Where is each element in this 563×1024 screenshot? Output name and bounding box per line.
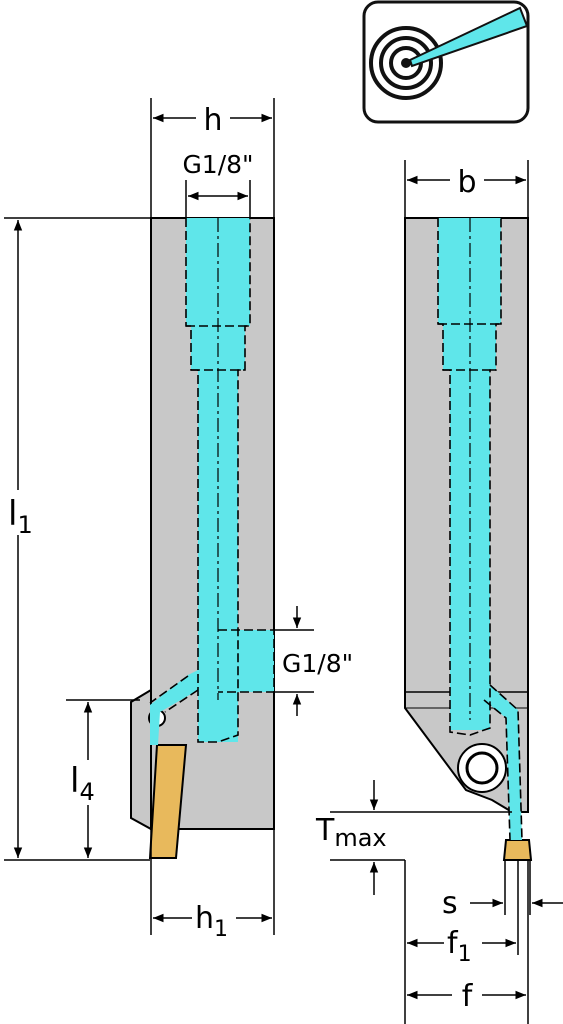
dim-b-label: b (457, 165, 476, 200)
dim-h-label: h (203, 103, 222, 138)
dim-g-side-label: G1/8" (282, 649, 353, 678)
internal-coolant-target-icon (362, 0, 530, 124)
dim-h1 (150, 830, 275, 935)
dim-f1 (404, 860, 519, 1024)
dim-s-label: s (442, 886, 458, 921)
dim-b (404, 160, 529, 218)
dim-l4-label: l4 (70, 761, 95, 806)
dim-g-side (274, 606, 314, 716)
dim-f-label: f (462, 979, 474, 1014)
dim-l4 (66, 699, 140, 858)
dim-l1-label: l1 (8, 494, 33, 539)
dim-f (407, 860, 529, 1024)
dim-g-top-label: G1/8" (182, 150, 253, 179)
dim-h1-label: h1 (195, 901, 228, 942)
dim-tmax (330, 780, 512, 895)
dim-h (150, 98, 275, 218)
right-view-coolant-channel (437, 218, 523, 841)
dim-g-top (185, 180, 251, 218)
dim-l1 (4, 217, 151, 861)
dim-tmax-label: Tmax (315, 813, 387, 852)
dim-f1-label: f1 (447, 926, 472, 967)
dim-s (470, 860, 563, 915)
left-view-coolant-channel (149, 218, 275, 745)
